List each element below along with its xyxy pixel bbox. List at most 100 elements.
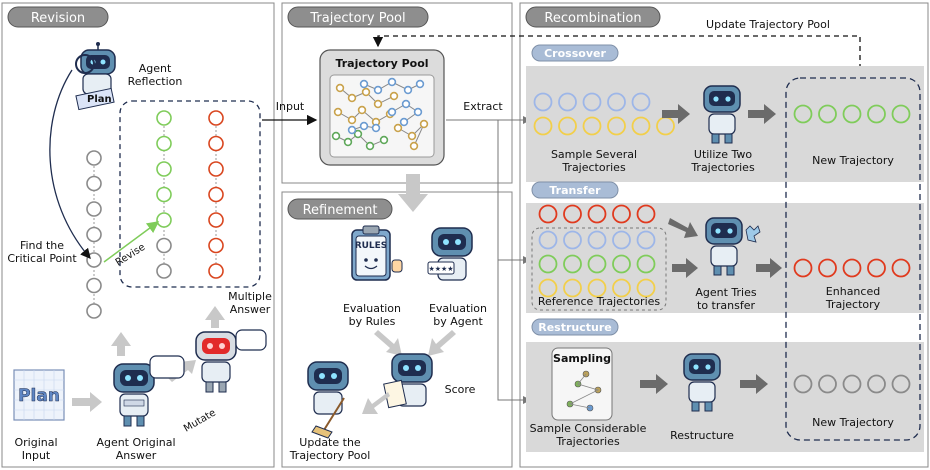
sample-yellow-node: [582, 116, 602, 136]
score-to-update-arrow: [362, 392, 390, 414]
enhanced-node: [842, 258, 862, 278]
sample-yellow-node: [631, 116, 651, 136]
input-label: Input: [276, 100, 305, 113]
pool-node: [413, 107, 423, 117]
green-chain-node: [156, 161, 172, 177]
restructure-title: Restructure: [538, 321, 612, 334]
sample-yellow-node: [607, 116, 626, 136]
extract-arrow-restructure: [497, 120, 531, 404]
pool-node: [357, 105, 367, 115]
update-robot-icon: [307, 361, 349, 439]
transfer-robot-icon: [705, 217, 761, 276]
restructured-node: [818, 374, 837, 394]
pool-node: [419, 119, 429, 129]
gray-arrow-to-agent: [72, 392, 102, 412]
revision-header: Revision: [7, 6, 109, 28]
restructure-arrow-2: [740, 374, 768, 394]
agent-tries-label-2: to transfer: [697, 299, 755, 312]
red-chain-node: [208, 135, 224, 152]
gray-chain-node: [86, 226, 102, 243]
score-label: Score: [445, 383, 476, 396]
sampling-title: Sampling: [553, 352, 611, 365]
red-chain-node: [208, 186, 224, 203]
new-trajectory-node: [793, 104, 813, 124]
trajectory-pool-title: Trajectory Pool: [309, 11, 405, 26]
pool-graph: [331, 77, 429, 151]
crossover-robot-icon: [703, 85, 741, 144]
revise-arrow: [103, 221, 160, 263]
restructure-result-label: New Trajectory: [812, 416, 894, 429]
enhanced-label-2: Trajectory: [825, 298, 881, 311]
gray-chain-node: [86, 175, 102, 192]
original-input-label-2: Input: [22, 449, 51, 462]
red-chain-node: [208, 161, 224, 177]
utilize-label-1: Utilize Two: [694, 148, 752, 161]
pool-node: [387, 77, 397, 87]
refinement-panel: [281, 191, 513, 468]
sample-blue-node: [607, 92, 626, 112]
reference-blue-node: [612, 230, 631, 250]
crossover-sample-label-2: Trajectories: [561, 161, 626, 174]
pool-node: [401, 99, 411, 109]
recombination-title: Recombination: [544, 11, 641, 26]
new-trajectory-node: [818, 104, 837, 124]
transfer-red-node: [587, 204, 607, 224]
crossover-title: Crossover: [544, 47, 606, 60]
new-trajectory-node: [891, 104, 911, 124]
recombination-header: Recombination: [525, 6, 661, 28]
reference-yellow-node: [636, 278, 656, 298]
restructure-arrow-1: [640, 374, 668, 394]
eval-rules-label-2: by Rules: [349, 315, 396, 328]
new-trajectory-node: [867, 104, 886, 124]
sample-yellow-node: [558, 116, 577, 136]
sample-blue-node: [582, 92, 602, 112]
pool-node: [373, 99, 383, 109]
revision-title: Revision: [31, 11, 85, 26]
red-chain-node: [208, 237, 224, 254]
pool-node: [409, 141, 419, 151]
rules-to-score-arrow: [374, 330, 402, 356]
pool-node: [379, 135, 389, 145]
agent-to-score-arrow: [428, 330, 456, 356]
crossover-sample-label-1: Sample Several: [551, 148, 637, 161]
red-chain-node: [208, 263, 224, 279]
reference-green-node: [563, 254, 582, 274]
gray-arrow-up-red: [205, 306, 225, 328]
gray-chain-node: [86, 201, 102, 217]
pool-node: [347, 93, 357, 103]
find-critical-label-2: Critical Point: [7, 252, 77, 265]
pool-node: [347, 125, 357, 135]
utilize-label-2: Trajectories: [690, 161, 755, 174]
pool-node: [359, 121, 369, 131]
red-chain-node: [208, 110, 224, 126]
pool-node: [415, 79, 425, 89]
green-chain-node: [156, 237, 172, 254]
pool-node: [389, 91, 399, 101]
restructure-sample-label-1: Sample Considerable: [530, 422, 647, 435]
speech-bubble-mutated: [235, 329, 267, 351]
reference-green-node: [538, 254, 558, 274]
reference-blue-node: [587, 230, 607, 250]
original-input-label-1: Original: [14, 436, 57, 449]
enhanced-label-1: Enhanced: [826, 285, 880, 298]
transfer-arrow-2: [756, 258, 782, 278]
evaluator-robot-icon: ★★★★: [427, 227, 473, 281]
agent-robot-icon: [113, 363, 155, 427]
update-pool-label-2: Trajectory Pool: [289, 449, 371, 462]
pool-node: [359, 79, 369, 89]
gray-chain-node: [86, 252, 102, 268]
agent-original-label-2: Answer: [116, 449, 157, 462]
transfer-red-node: [563, 204, 582, 224]
pool-node: [365, 141, 375, 151]
svg-text:★★★★: ★★★★: [428, 265, 453, 273]
restructure-sample-label-2: Trajectories: [555, 435, 620, 448]
reflection-robot-icon: Plan: [75, 42, 116, 111]
pool-node: [333, 107, 343, 117]
eval-rules-label-1: Evaluation: [343, 302, 401, 315]
plan-badge: Plan: [87, 94, 112, 105]
update-pool-label: Update Trajectory Pool: [706, 18, 830, 31]
restructured-node: [793, 374, 813, 394]
multiple-answer-label-2: Answer: [230, 303, 271, 316]
pool-node: [347, 115, 357, 125]
